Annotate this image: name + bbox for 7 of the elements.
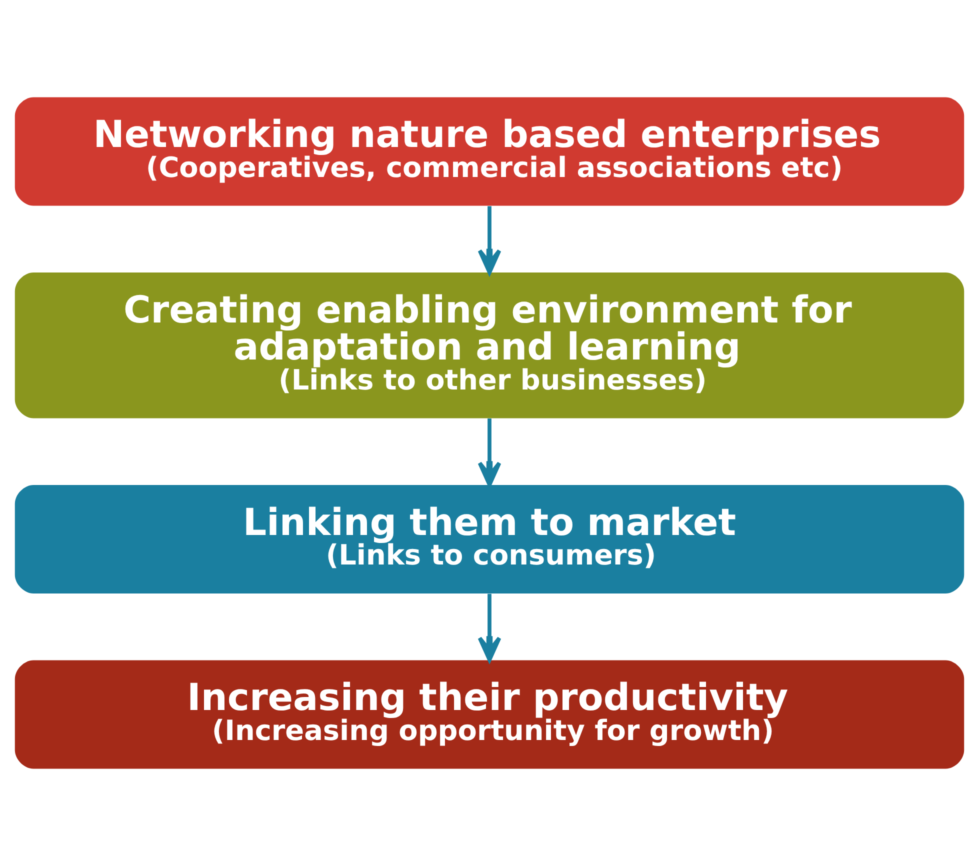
node-box: Networking nature based enterprises (Cooperatives, commercial associations etc) [14, 96, 964, 206]
arrow [478, 593, 502, 662]
node-box: Increasing their productivity (Increasing opportunity for growth) [14, 660, 964, 768]
node-box: Creating enabling environment for adaptation and learning (Links to other businesses) [14, 272, 964, 418]
arrow [478, 206, 502, 274]
arrow [478, 418, 502, 486]
node-box: Linking them to market (Links to consumers) [14, 484, 964, 594]
